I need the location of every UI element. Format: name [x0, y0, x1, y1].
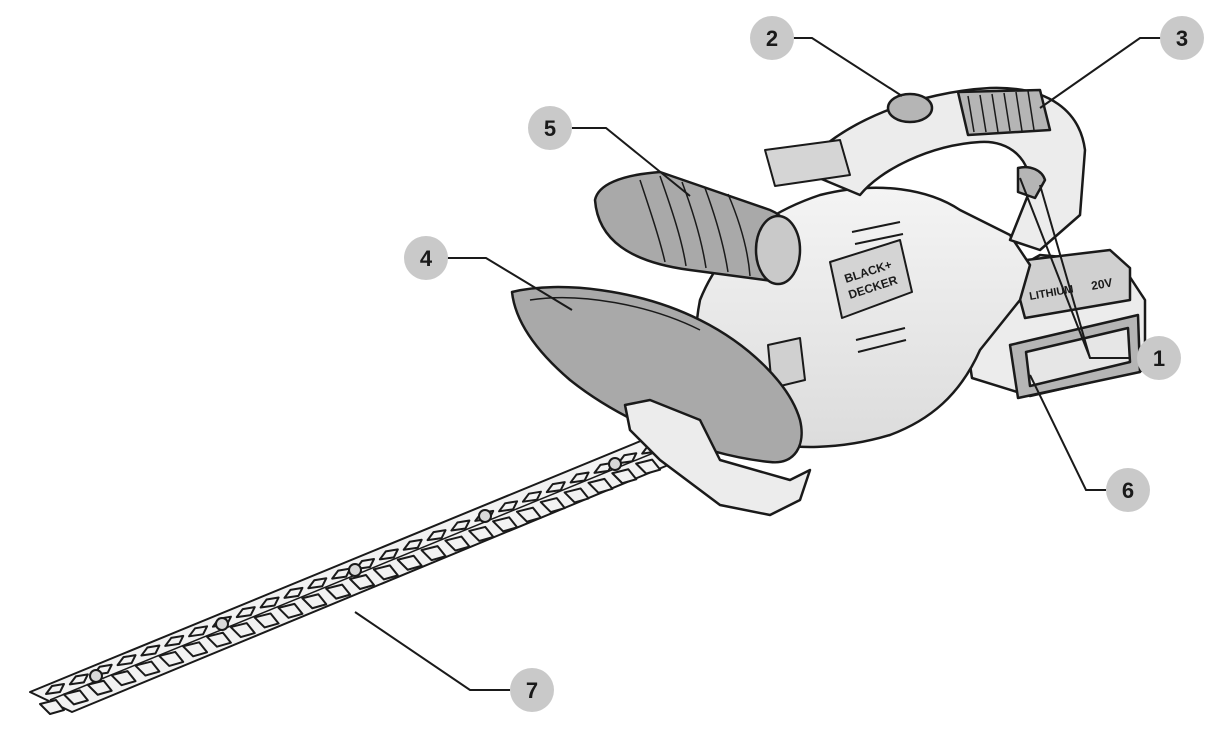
callout-1: 1: [1137, 336, 1181, 380]
callout-2-label: 2: [766, 26, 778, 51]
callout-6-label: 6: [1122, 478, 1134, 503]
blade-tooth: [164, 634, 185, 647]
blade-guard: [510, 285, 812, 517]
blade-tooth: [229, 622, 256, 639]
blade-tooth: [140, 644, 161, 657]
blade-tooth: [277, 602, 304, 619]
blade-tooth: [307, 577, 328, 590]
grip-ribs: [967, 90, 1035, 133]
blade-tooth: [426, 529, 447, 542]
housing-vents: [851, 221, 907, 353]
blade-tooth: [205, 631, 232, 648]
callout-7: 7: [510, 668, 554, 712]
blade-tooth: [110, 670, 137, 687]
leader-6: [1029, 374, 1106, 491]
blade-tooth: [39, 699, 65, 715]
callout-4: 4: [404, 236, 448, 280]
callout-6: 6: [1106, 468, 1150, 512]
blade-tooth: [521, 490, 542, 503]
blade-tooth: [539, 497, 566, 514]
blade-rivet: [608, 457, 622, 471]
callout-3: 3: [1160, 16, 1204, 60]
leader-1b: [1039, 184, 1091, 359]
blade-tooth: [68, 673, 89, 686]
blade-tooth: [402, 538, 423, 551]
leader-3: [1039, 37, 1162, 109]
blade-tooth: [545, 481, 566, 494]
callout-3-label: 3: [1176, 26, 1188, 51]
blade-tooth: [325, 583, 352, 600]
blade-tooth: [158, 650, 185, 667]
blade-tooth: [617, 452, 638, 465]
blade-tooth: [611, 468, 638, 485]
blade-tooth: [301, 593, 328, 610]
blade-tooth: [259, 596, 280, 609]
blade-tooth: [587, 477, 614, 494]
battery-release-button: [1008, 313, 1142, 400]
callouts: 1 2 3 4 5 6 7: [404, 16, 1204, 712]
blade-tooth: [635, 458, 662, 475]
leader-5: [572, 127, 691, 197]
blade-rivet: [89, 669, 103, 683]
blade-tooth: [569, 471, 590, 484]
blade-tooth: [45, 683, 65, 695]
blade-tooth: [253, 612, 280, 629]
rear-handle: [764, 86, 1087, 252]
blade-tooth: [182, 641, 209, 658]
battery-pack: LITHIUM 20V: [958, 248, 1147, 400]
callout-5: 5: [528, 106, 572, 150]
blade-tooth: [372, 564, 399, 581]
callout-5-label: 5: [544, 116, 556, 141]
callout-2: 2: [750, 16, 794, 60]
blade-assembly: [29, 433, 691, 715]
blade-tooth: [116, 654, 137, 667]
blade-tooth: [515, 506, 542, 523]
blade-tooth: [349, 574, 375, 590]
leader-2: [792, 37, 903, 97]
lock-off-button: [886, 92, 934, 124]
blade-tooth: [420, 545, 447, 562]
callout-7-label: 7: [526, 678, 538, 703]
blade-tooth: [492, 516, 519, 533]
blade-tooth: [235, 606, 256, 619]
callout-1-label: 1: [1153, 346, 1165, 371]
leader-4: [446, 257, 573, 311]
blade-tooth: [444, 535, 471, 552]
battery-voltage-label: 20V: [1090, 275, 1113, 292]
callout-4-label: 4: [420, 246, 433, 271]
blade-tooth: [134, 660, 161, 677]
front-handle: [593, 170, 802, 286]
blade-tooth: [188, 625, 209, 638]
blade-rivets: [89, 457, 622, 683]
blade-rivet: [348, 563, 362, 577]
blade-guard-shoe: [623, 398, 812, 517]
leader-lines: [354, 37, 1162, 691]
blade-tooth: [450, 519, 471, 532]
brand-badge: BLACK+ DECKER: [829, 239, 913, 319]
leader-7: [354, 611, 510, 691]
blade-tooth: [283, 586, 304, 599]
blade-tooth: [563, 487, 590, 504]
blade-tooth: [498, 500, 519, 513]
blade-tooth: [396, 554, 423, 571]
blade-rivet: [215, 617, 229, 631]
blade-tooth: [62, 689, 89, 706]
blade-tooth: [468, 525, 495, 542]
blade-tooth: [378, 548, 399, 561]
blade-rivet: [478, 509, 492, 523]
